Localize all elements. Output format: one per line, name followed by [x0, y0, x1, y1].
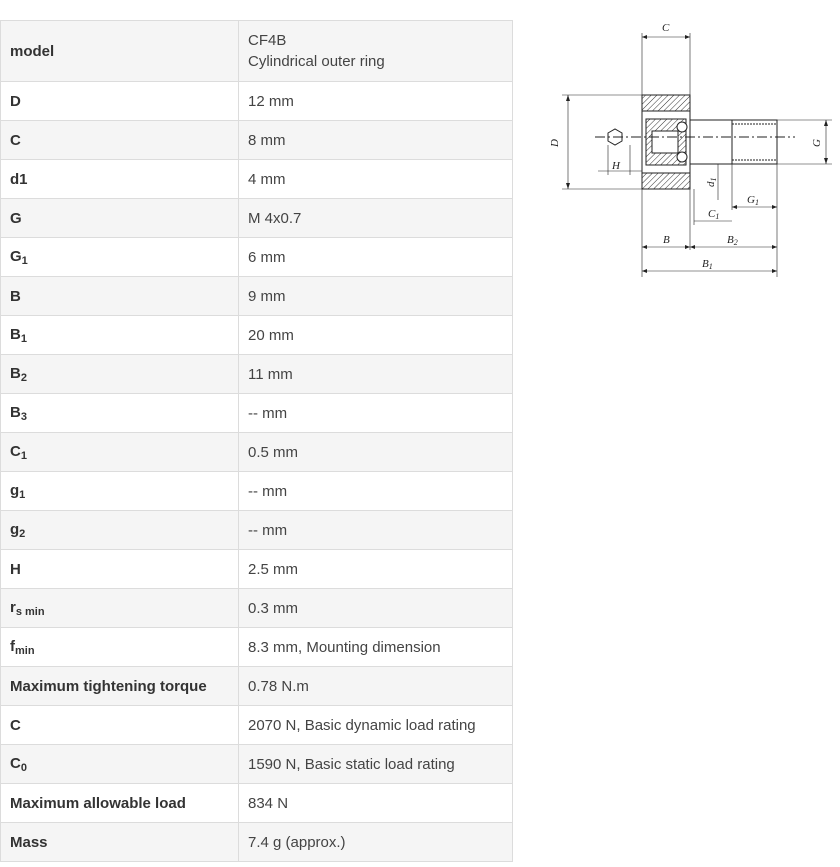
row-value: 2.5 mm — [238, 549, 513, 589]
table-row: B3-- mm — [0, 393, 513, 433]
row-key: B2 — [0, 354, 239, 394]
row-key: model — [0, 20, 239, 82]
row-key: C — [0, 705, 239, 745]
hex-socket-icon — [607, 128, 623, 146]
row-value: 834 N — [238, 783, 513, 823]
row-value: 8 mm — [238, 120, 513, 160]
row-key: g1 — [0, 471, 239, 511]
row-value: 1590 N, Basic static load rating — [238, 744, 513, 784]
row-value: 0.5 mm — [238, 432, 513, 472]
roller — [676, 151, 688, 163]
row-key: G1 — [0, 237, 239, 277]
dim-label-D: D — [550, 139, 561, 148]
row-value: 6 mm — [238, 237, 513, 277]
row-key: C1 — [0, 432, 239, 472]
row-value: 11 mm — [238, 354, 513, 394]
cam-follower-drawing: C D G H d1 G1 C1 B B2 B1 — [550, 22, 832, 277]
row-key: rs min — [0, 588, 239, 628]
row-value: 0.78 N.m — [238, 666, 513, 706]
row-value: 4 mm — [238, 159, 513, 199]
row-key: Maximum allowable load — [0, 783, 239, 823]
dim-label-G: G — [811, 139, 823, 147]
row-key: d1 — [0, 159, 239, 199]
row-value: 12 mm — [238, 81, 513, 121]
row-key: G — [0, 198, 239, 238]
outer-ring-top — [641, 94, 691, 112]
row-value: -- mm — [238, 471, 513, 511]
row-value: 0.3 mm — [238, 588, 513, 628]
row-value: -- mm — [238, 393, 513, 433]
dim-label-C: C — [662, 22, 670, 34]
dim-label-C1: C1 — [708, 208, 719, 221]
row-value: 20 mm — [238, 315, 513, 355]
row-key: B3 — [0, 393, 239, 433]
table-row: g2-- mm — [0, 510, 513, 550]
row-key: B — [0, 276, 239, 316]
row-value: 2070 N, Basic dynamic load rating — [238, 705, 513, 745]
row-value: 8.3 mm, Mounting dimension — [238, 627, 513, 667]
row-key: B1 — [0, 315, 239, 355]
row-value: 9 mm — [238, 276, 513, 316]
outer-ring-bottom — [641, 172, 691, 190]
row-key: fmin — [0, 627, 239, 667]
row-key: Maximum tightening torque — [0, 666, 239, 706]
row-key: D — [0, 81, 239, 121]
stud-thread — [731, 119, 778, 165]
table-row: g1-- mm — [0, 471, 513, 511]
dim-label-B: B — [663, 234, 670, 246]
dim-label-d1: d1 — [705, 178, 718, 188]
row-key: C0 — [0, 744, 239, 784]
bearing-body — [641, 110, 691, 174]
row-value: 7.4 g (approx.) — [238, 822, 513, 862]
dim-label-H: H — [611, 160, 621, 172]
roller — [676, 121, 688, 133]
row-value: M 4x0.7 — [238, 198, 513, 238]
row-key: g2 — [0, 510, 239, 550]
row-key: Mass — [0, 822, 239, 862]
dim-label-B1: B1 — [702, 258, 713, 271]
row-key: C — [0, 120, 239, 160]
dim-label-G1: G1 — [747, 194, 759, 207]
row-key: H — [0, 549, 239, 589]
row-value: -- mm — [238, 510, 513, 550]
dim-label-B2: B2 — [727, 234, 738, 247]
